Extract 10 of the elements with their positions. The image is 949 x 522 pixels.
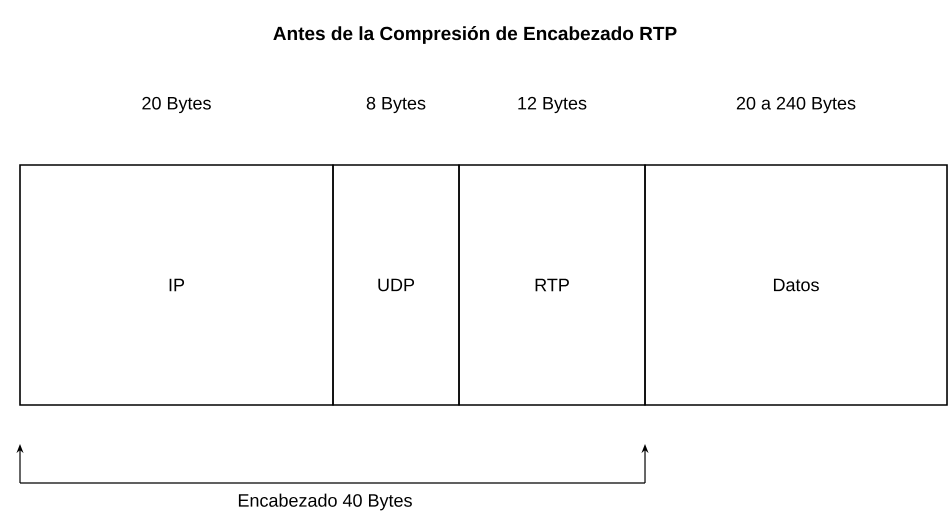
size-label: 20 Bytes [142,96,211,114]
size-label: 20 a 240 Bytes [736,96,856,114]
field-box: Datos [644,164,948,406]
field-box: IP [19,164,334,406]
dimension-label: Encabezado 40 Bytes [238,494,412,510]
field-box: UDP [332,164,460,406]
size-label: 8 Bytes [366,96,426,114]
field-box: RTP [458,164,646,406]
size-label: 12 Bytes [518,96,586,114]
title: Antes de la Compresión de Encabezado RTP [273,26,676,44]
